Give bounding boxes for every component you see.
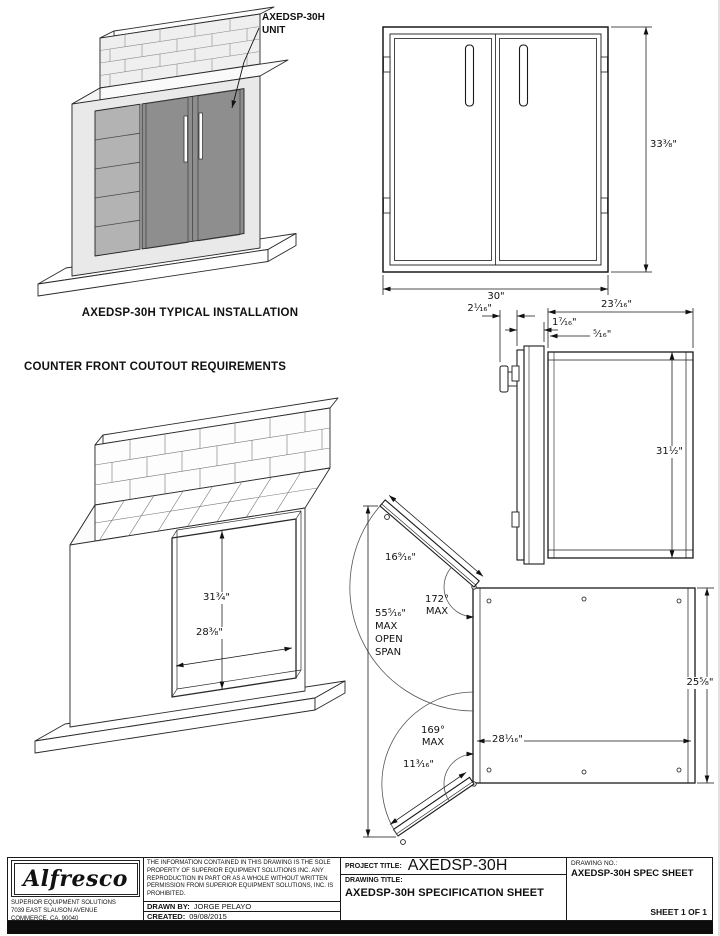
front-view-dimensions [382,26,652,295]
wall-tile-lines [99,18,261,87]
door-swing-dimensions [363,495,714,838]
dim-open-span: 55⁵⁄₁₆" MAX OPEN SPAN [375,608,407,658]
door-handle [518,44,529,107]
dim-right-door-angle: 169° MAX [420,725,446,748]
dim-front-width: 30" [487,291,505,302]
drawing-no-label: DRAWING NO.: [571,860,618,867]
dim-door-thickness: 1⁷⁄₁₆" [552,317,577,328]
cutout-heading: COUNTER FRONT COUTOUT REQUIREMENTS [24,361,287,373]
title-block-info-cell: THE INFORMATION CONTAINED IN THIS DRAWIN… [144,858,341,921]
dim-body-height: 31¹⁄₂" [655,446,685,458]
dim-handle-depth: 2¹⁄₁₆" [467,303,492,314]
hinge [511,365,520,382]
hinge [511,511,520,528]
door-handle [464,44,475,107]
drawn-by-value: JORGE PELAYO [193,901,252,911]
unit-callout-label: AXEDSP-30H UNIT [262,12,325,36]
company-address: SUPERIOR EQUIPMENT SOLUTIONS 7039 EAST S… [11,900,116,923]
open-door-left [379,499,480,588]
countertop-tile-lines [82,472,318,541]
project-title-label: PROJECT TITLE: [345,862,402,870]
backsplash-tile-lines [94,412,331,500]
sheet-count: SHEET 1 OF 1 [650,907,707,917]
door-handle [384,514,390,520]
open-door-right [392,776,475,837]
created-row: CREATED: 09/08/2015 [144,910,340,921]
title-block-number-cell: DRAWING NO.: AXEDSP-30H SPEC SHEET SHEET… [567,858,712,920]
dim-body-depth: 23⁷⁄₁₆" [601,299,633,310]
dim-swing-body-depth: 25⁵⁄₈" [684,677,716,689]
alfresco-logo: Alfresco [23,865,128,892]
cutout-dimensions [175,531,293,689]
door-handle [183,115,188,163]
front-view-drawing [382,26,609,273]
dim-left-door-angle: 172° MAX [424,594,450,617]
side-view-drawing [499,345,694,565]
dim-cutout-width: 28³⁄₈" [195,627,225,639]
cutout-isometric-drawing [34,397,346,754]
installation-caption: AXEDSP-30H TYPICAL INSTALLATION [81,307,299,319]
title-block: Alfresco SUPERIOR EQUIPMENT SOLUTIONS 70… [7,857,713,923]
disclaimer-text: THE INFORMATION CONTAINED IN THIS DRAWIN… [144,858,340,902]
drawing-no-value: AXEDSP-30H SPEC SHEET [571,868,694,879]
callout-leader-arrow [231,27,260,109]
project-title-value: AXEDSP-30H [407,857,508,874]
hinge [600,197,608,214]
installation-isometric-drawing [37,6,297,297]
drawing-title-area: DRAWING TITLE: AXEDSP-30H SPECIFICATION … [341,875,566,901]
hinge [383,56,391,73]
dim-left-door-width: 16⁹⁄₁₆" [384,552,418,564]
dim-front-height: 33³⁄₈" [650,139,678,150]
dim-right-door-width: 11³⁄₁₆" [402,759,436,771]
title-block-logo-cell: Alfresco SUPERIOR EQUIPMENT SOLUTIONS 70… [8,858,144,923]
created-label: CREATED: [147,911,186,921]
drawn-by-row: DRAWN BY: JORGE PELAYO [144,902,340,911]
drawn-by-label: DRAWN BY: [147,901,190,911]
logo-frame: Alfresco [11,860,140,897]
title-block-project-cell: PROJECT TITLE: AXEDSP-30H DRAWING TITLE:… [341,857,567,920]
door-handle [400,839,406,845]
drawing-title-value: AXEDSP-30H SPECIFICATION SHEET [345,887,544,899]
project-title-row: PROJECT TITLE: AXEDSP-30H [341,857,566,875]
drawing-title-label: DRAWING TITLE: [345,877,403,884]
hinge [383,197,391,214]
handle-profile [499,365,509,393]
cutout-opening [171,518,297,698]
bottom-bar [7,921,713,934]
created-value: 09/08/2015 [189,911,227,921]
dim-swing-body-width: 28¹⁄₁₆" [491,734,525,746]
dim-panel-gap: ⁵⁄₁₆" [593,329,612,340]
door-handle [198,112,203,160]
dim-cutout-height: 31³⁄₄" [202,592,232,604]
hinge [600,56,608,73]
